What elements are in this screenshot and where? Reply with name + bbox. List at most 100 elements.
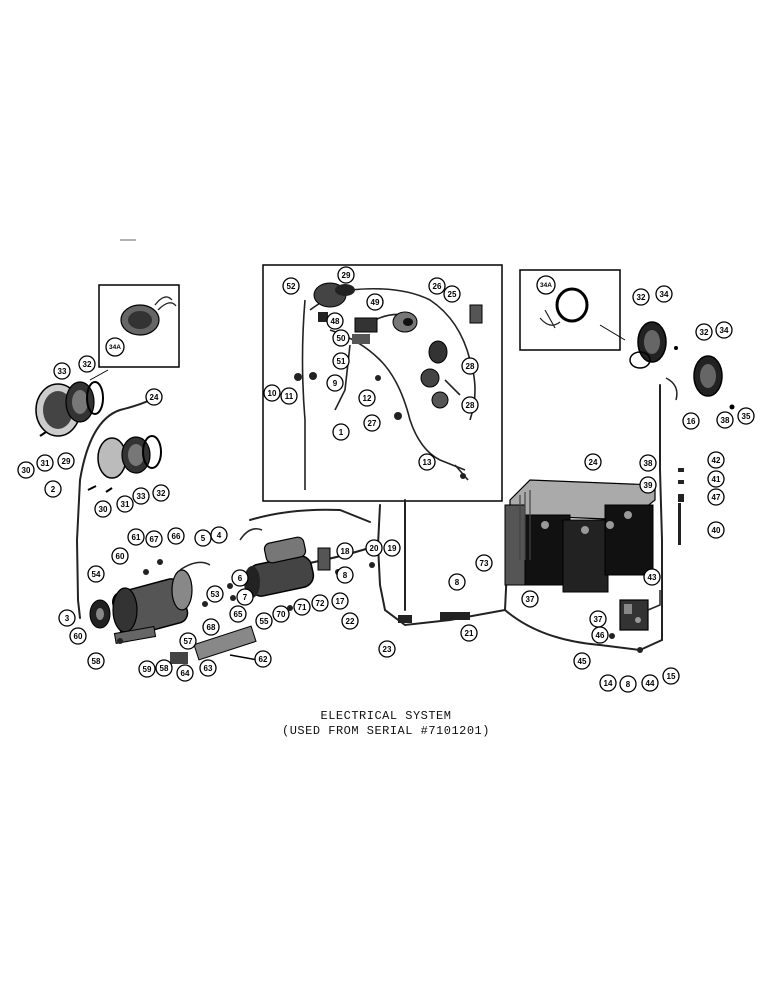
callout-c-58a: 58: [87, 652, 105, 670]
callout-circle: [336, 542, 354, 560]
callout-c-16: 16: [682, 412, 700, 430]
callout-circle: [428, 277, 446, 295]
callout-circle: [383, 539, 401, 557]
callout-label: 8: [455, 578, 460, 587]
callout-label: 32: [157, 489, 166, 498]
callout-circle: [655, 285, 673, 303]
callout-label: 1: [339, 428, 344, 437]
callout-c-33-l2: 33: [132, 487, 150, 505]
callout-label: 31: [41, 459, 50, 468]
callout-label: 11: [285, 392, 294, 401]
callout-c-64: 64: [176, 664, 194, 682]
callout-label: 38: [721, 416, 730, 425]
callout-circle: [280, 387, 298, 405]
callout-circle: [632, 288, 650, 306]
callout-c-25: 25: [443, 285, 461, 303]
callout-c-35: 35: [737, 407, 755, 425]
callout-circle: [443, 285, 461, 303]
callout-circle: [332, 423, 350, 441]
callout-c-19: 19: [383, 539, 401, 557]
callout-label: 28: [466, 401, 475, 410]
callout-label: 3: [65, 614, 70, 623]
callout-circle: [707, 488, 725, 506]
callout-label: 61: [132, 533, 141, 542]
callout-c-41: 41: [707, 470, 725, 488]
callout-c-34a-r: 34A: [536, 275, 556, 295]
callout-c-15: 15: [662, 667, 680, 685]
callout-circle: [145, 388, 163, 406]
callout-label: 6: [238, 574, 243, 583]
callout-label: 45: [578, 657, 587, 666]
callout-label: 37: [526, 595, 535, 604]
callout-circle: [272, 605, 290, 623]
callout-c-32-r2: 32: [695, 323, 713, 341]
right-lights: [599, 321, 735, 410]
callout-label: 29: [342, 271, 351, 280]
callout-circle: [138, 660, 156, 678]
callout-circle: [737, 407, 755, 425]
callout-circle: [591, 626, 609, 644]
callout-label: 26: [433, 282, 442, 291]
callout-c-68a: 68: [202, 618, 220, 636]
callout-label: 70: [277, 610, 286, 619]
callout-circle: [332, 352, 350, 370]
callout-label: 29: [62, 457, 71, 466]
left-headlight-upper: [35, 369, 109, 437]
callout-circle: [475, 554, 493, 572]
callout-label: 44: [646, 679, 655, 688]
callout-c-60-b: 60: [69, 627, 87, 645]
callout-circle: [254, 650, 272, 668]
callout-circle: [127, 528, 145, 546]
callout-label: 43: [648, 573, 657, 582]
callout-c-28a: 28: [461, 357, 479, 375]
callout-circle: [152, 484, 170, 502]
callout-c-50: 50: [332, 329, 350, 347]
callout-c-7: 7: [236, 588, 254, 606]
callout-label: 54: [92, 570, 101, 579]
callout-c-10: 10: [263, 384, 281, 402]
callout-c-32-l2: 32: [152, 484, 170, 502]
callout-label: 32: [637, 293, 646, 302]
callout-label: 48: [331, 317, 340, 326]
callout-c-51: 51: [332, 352, 350, 370]
callout-c-33-l1: 33: [53, 362, 71, 380]
callout-label: 20: [370, 544, 379, 553]
callout-c-57: 57: [179, 632, 197, 650]
callout-c-58b: 58: [155, 659, 173, 677]
callout-c-47: 47: [707, 488, 725, 506]
wiring-harness: [75, 384, 663, 651]
callout-label: 37: [594, 615, 603, 624]
callout-c-32-l1: 32: [78, 355, 96, 373]
callout-circle: [716, 411, 734, 429]
callout-c-52: 52: [282, 277, 300, 295]
battery-bank: [504, 479, 656, 593]
callout-circle: [643, 568, 661, 586]
callout-label: 62: [259, 655, 268, 664]
callout-circle: [536, 275, 556, 295]
callout-circle: [176, 664, 194, 682]
callout-circle: [707, 451, 725, 469]
callout-label: 30: [22, 466, 31, 475]
callout-c-30-l2: 30: [94, 500, 112, 518]
callout-c-44: 44: [641, 674, 659, 692]
callout-circle: [69, 627, 87, 645]
callout-circle: [639, 476, 657, 494]
callout-circle: [358, 389, 376, 407]
callout-c-28b: 28: [461, 396, 479, 414]
callout-label: 39: [644, 481, 653, 490]
callout-circle: [155, 659, 173, 677]
callout-circle: [363, 414, 381, 432]
callout-circle: [332, 329, 350, 347]
callout-circle: [378, 640, 396, 658]
callout-circle: [78, 355, 96, 373]
callout-label: 31: [121, 500, 130, 509]
callout-circle: [461, 396, 479, 414]
callout-c-34-r1: 34: [655, 285, 673, 303]
callout-label: 42: [712, 456, 721, 465]
callout-c-22: 22: [341, 612, 359, 630]
callout-label: 49: [371, 298, 380, 307]
callout-label: 8: [343, 571, 348, 580]
callout-c-3: 3: [58, 609, 76, 627]
harness-connectors: [335, 562, 470, 623]
callout-c-11: 11: [280, 387, 298, 405]
